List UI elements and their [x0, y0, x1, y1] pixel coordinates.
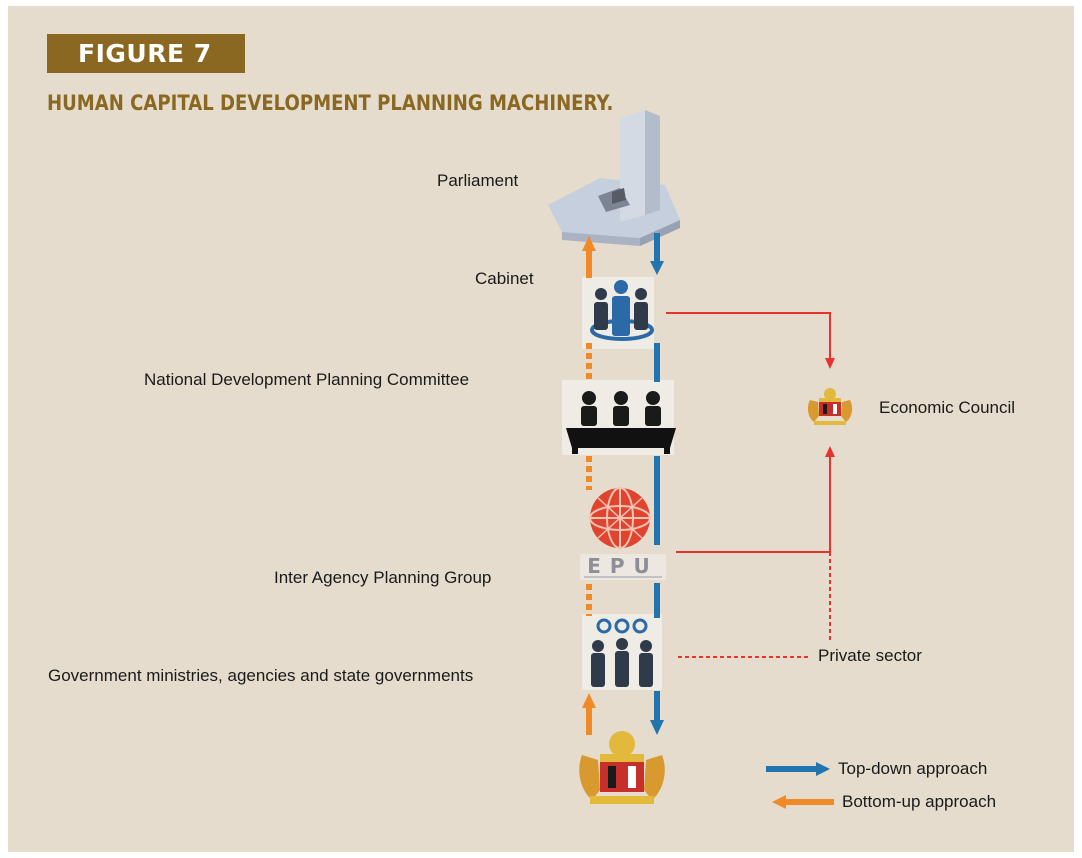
top-down-flow: [650, 233, 664, 735]
figure-panel: [8, 6, 1074, 852]
legend-bottom-up-arrow: [772, 795, 834, 809]
parliament-icon: [548, 110, 680, 246]
committee-table-icon: [562, 380, 676, 455]
ministries-label: Government ministries, agencies and stat…: [48, 666, 474, 685]
epu-logo-icon: EPU: [580, 487, 666, 580]
ndpc-label: National Development Planning Committee: [144, 370, 470, 389]
advisory-links: [666, 312, 835, 658]
ministries-team-icon: [582, 614, 662, 690]
cabinet-label: Cabinet: [475, 269, 534, 288]
legend-top-down-label: Top-down approach: [838, 759, 988, 778]
cabinet-icon: [582, 277, 654, 349]
economic-council-emblem-icon: [807, 388, 853, 425]
coat-of-arms-icon: [579, 731, 665, 804]
legend-top-down-arrow: [766, 762, 830, 776]
legend-bottom-up-label: Bottom-up approach: [842, 792, 997, 811]
bottom-up-flow: [582, 236, 596, 735]
figure-tag: FIGURE 7: [47, 34, 245, 73]
iapg-label: Inter Agency Planning Group: [274, 568, 492, 587]
economic-council-label: Economic Council: [879, 398, 1016, 417]
parliament-label: Parliament: [437, 171, 519, 190]
figure-title: HUMAN CAPITAL DEVELOPMENT PLANNING MACHI…: [47, 91, 614, 115]
epu-logo-text: EPU: [587, 554, 659, 578]
private-sector-label: Private sector: [818, 646, 922, 665]
